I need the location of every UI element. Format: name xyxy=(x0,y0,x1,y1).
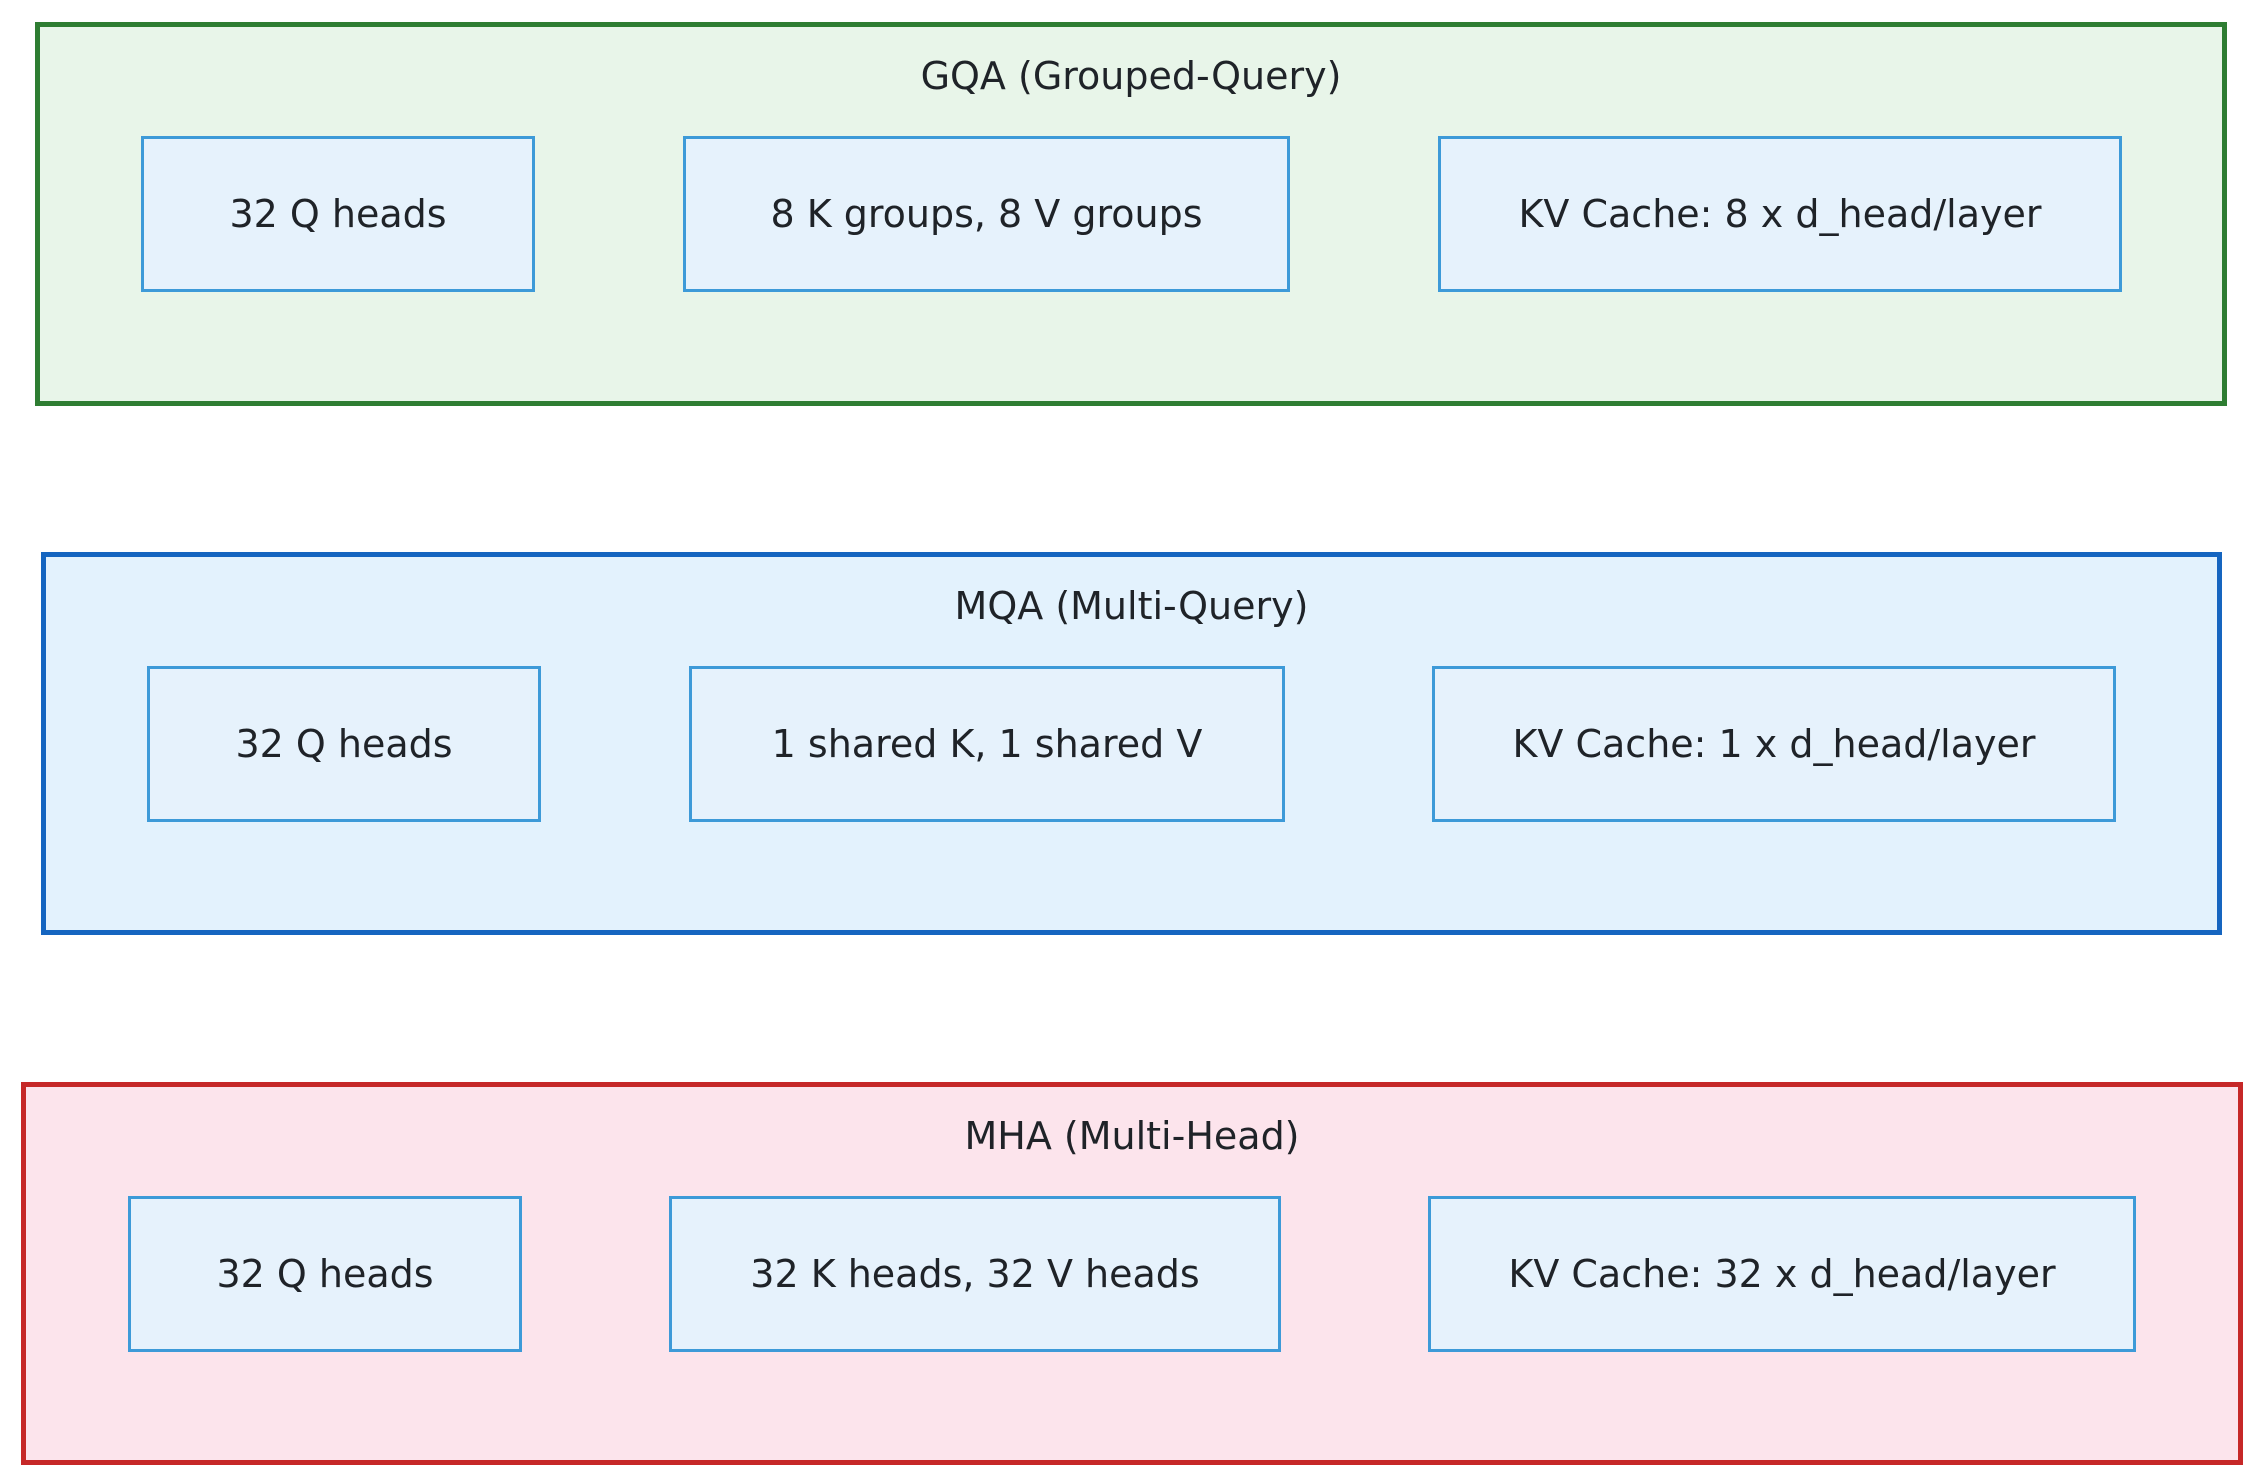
mha-kv-cache-node: KV Cache: 32 x d_head/layer xyxy=(1428,1196,2136,1352)
mha-q-heads-label: 32 Q heads xyxy=(216,1252,434,1296)
mqa-shared-kv-label: 1 shared K, 1 shared V xyxy=(771,722,1203,766)
mqa-shared-kv-node: 1 shared K, 1 shared V xyxy=(689,666,1285,822)
mqa-panel-title: MQA (Multi-Query) xyxy=(954,584,1309,628)
mha-kv-heads-node: 32 K heads, 32 V heads xyxy=(669,1196,1281,1352)
gqa-kv-groups-node: 8 K groups, 8 V groups xyxy=(683,136,1290,292)
gqa-kv-groups-label: 8 K groups, 8 V groups xyxy=(770,192,1203,236)
mha-kv-cache-label: KV Cache: 32 x d_head/layer xyxy=(1508,1252,2056,1296)
gqa-kv-cache-label: KV Cache: 8 x d_head/layer xyxy=(1518,192,2042,236)
mha-panel-title: MHA (Multi-Head) xyxy=(964,1114,1300,1158)
mqa-q-heads-label: 32 Q heads xyxy=(235,722,453,766)
gqa-q-heads-node: 32 Q heads xyxy=(141,136,535,292)
mha-kv-heads-label: 32 K heads, 32 V heads xyxy=(750,1252,1200,1296)
mqa-q-heads-node: 32 Q heads xyxy=(147,666,541,822)
mqa-kv-cache-node: KV Cache: 1 x d_head/layer xyxy=(1432,666,2116,822)
gqa-panel-title: GQA (Grouped-Query) xyxy=(920,54,1342,98)
gqa-kv-cache-node: KV Cache: 8 x d_head/layer xyxy=(1438,136,2122,292)
mha-q-heads-node: 32 Q heads xyxy=(128,1196,522,1352)
gqa-q-heads-label: 32 Q heads xyxy=(229,192,447,236)
mqa-kv-cache-label: KV Cache: 1 x d_head/layer xyxy=(1512,722,2036,766)
